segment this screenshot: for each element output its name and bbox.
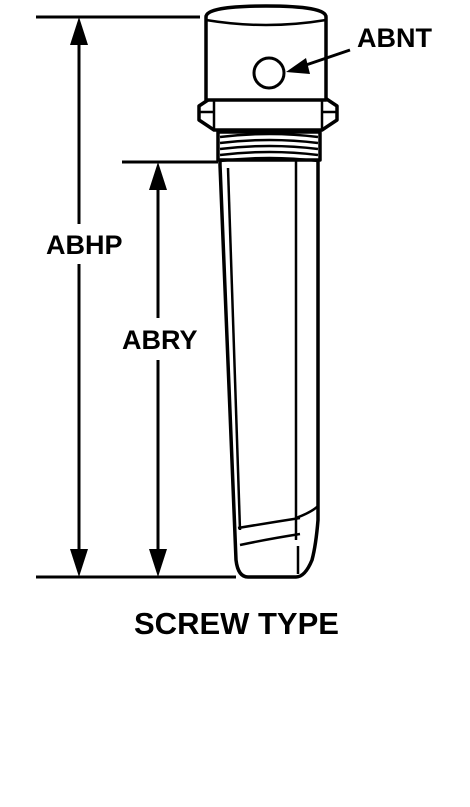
threaded-length-label: ABRY xyxy=(122,325,198,355)
overall-length-dimension xyxy=(70,17,88,577)
screw-part xyxy=(197,4,339,579)
head-cylinder xyxy=(204,4,328,102)
hole-label: ABNT xyxy=(357,23,432,53)
overall-length-label: ABHP xyxy=(46,230,123,260)
threaded-length-dimension xyxy=(149,162,167,577)
hole-leader xyxy=(286,48,351,74)
shank xyxy=(218,156,320,579)
threads xyxy=(216,130,322,163)
caption: SCREW TYPE xyxy=(134,606,339,641)
head-hole xyxy=(252,56,286,90)
